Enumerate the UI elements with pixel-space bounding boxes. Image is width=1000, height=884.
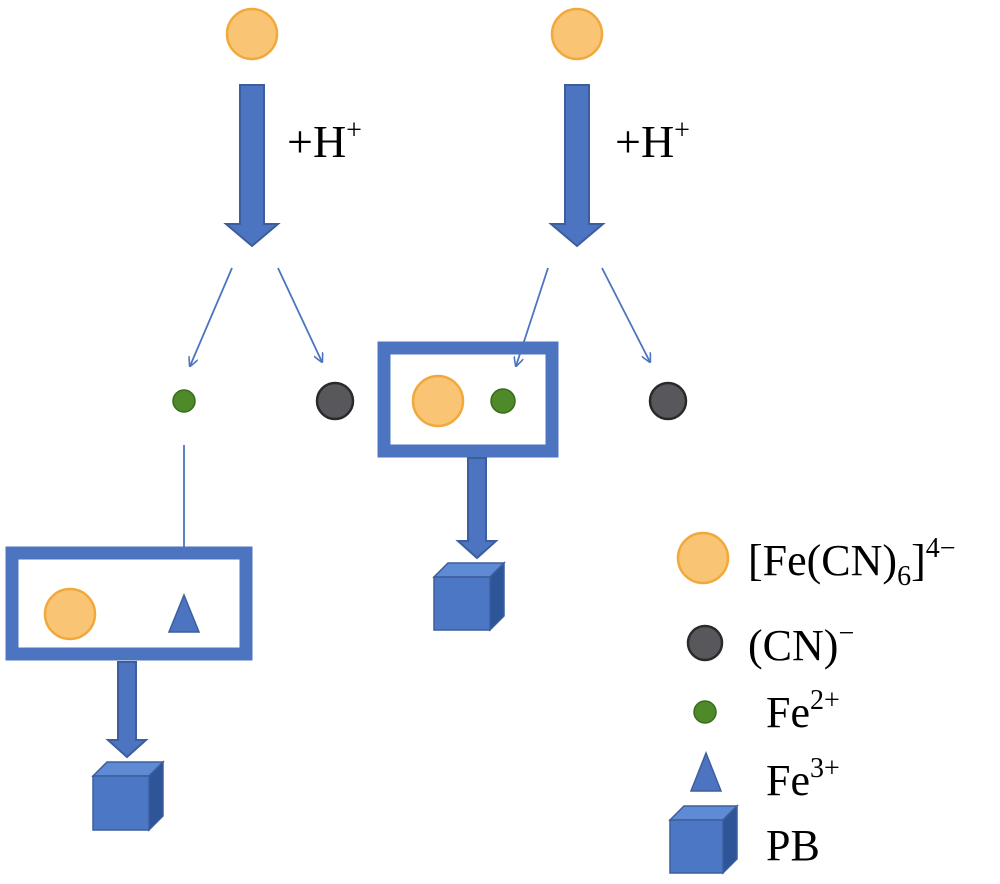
cyanide-ion-right	[648, 381, 688, 421]
legend-fe2-label: Fe2+	[766, 685, 840, 737]
left-pathway: +H+	[5, 7, 362, 832]
legend-ferrocyanide-label: [Fe(CN)6]4−	[748, 533, 956, 592]
legend-pb-label: PB	[766, 821, 820, 870]
legend-item-fe2: Fe2+	[693, 685, 840, 737]
precipitation-arrow-right	[455, 457, 499, 560]
right-pathway: +H+	[377, 7, 690, 632]
proton-label-right: +H+	[615, 115, 690, 167]
legend-fe3-label: Fe3+	[766, 753, 840, 805]
ferrocyanide-ion-right-top	[550, 7, 604, 61]
split-arrow-right-cn	[601, 267, 650, 362]
complex-box-right	[377, 341, 559, 458]
protonation-arrow-right	[548, 84, 606, 248]
cyanide-ion-left	[315, 381, 355, 421]
legend-item-fe3: Fe3+	[689, 750, 840, 805]
proton-label-left: +H+	[287, 115, 362, 167]
ferrocyanide-ion-in-box-left	[43, 587, 97, 641]
split-arrow-right-fe2	[516, 267, 549, 366]
legend-cyanide-label: (CN)−	[748, 618, 854, 670]
ferrocyanide-ion-left-top	[225, 7, 279, 61]
legend-cyanide-swatch	[686, 624, 724, 662]
fe2-ion-left	[172, 389, 196, 413]
prussian-blue-cube-left	[91, 760, 165, 832]
fe2-ion-in-box-right	[490, 388, 516, 414]
legend: [Fe(CN)6]4− (CN)− Fe2+ Fe3+	[668, 531, 956, 875]
legend-pb-cube-swatch	[668, 804, 739, 875]
split-arrow-left-cn	[277, 267, 322, 362]
precipitation-arrow-left	[105, 661, 149, 759]
prussian-blue-cube-right	[432, 561, 506, 632]
legend-item-pb: PB	[668, 804, 820, 875]
legend-fe2-swatch	[693, 700, 717, 724]
ferrocyanide-ion-in-box-right	[411, 374, 465, 428]
split-arrow-left-fe2	[190, 267, 233, 366]
legend-fe3-swatch	[689, 750, 723, 792]
complex-box-left	[5, 546, 253, 661]
legend-item-ferrocyanide: [Fe(CN)6]4−	[676, 531, 956, 592]
protonation-arrow-left	[223, 84, 281, 248]
fe3-ion-in-box-left	[167, 593, 201, 633]
legend-item-cyanide: (CN)−	[686, 618, 854, 670]
legend-ferrocyanide-swatch	[676, 531, 730, 585]
